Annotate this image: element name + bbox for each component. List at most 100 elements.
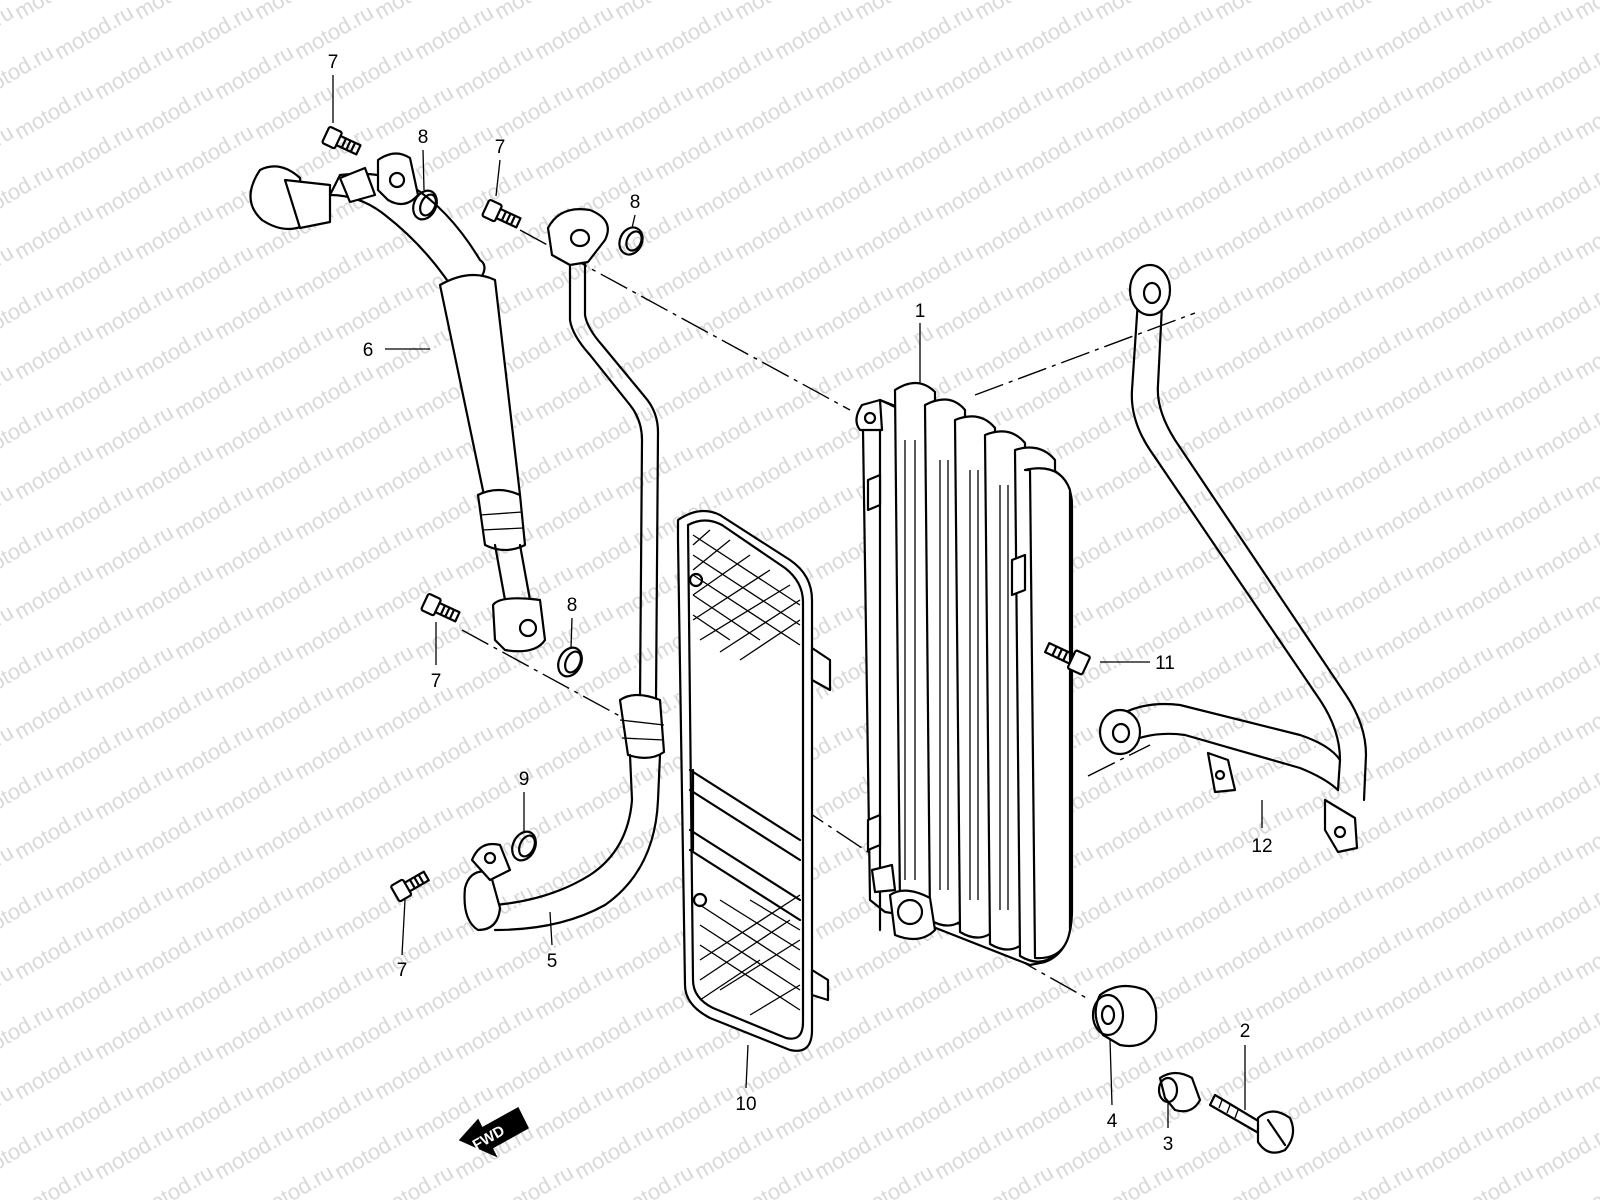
watermark-text: motod.ru: [930, 999, 1018, 1064]
watermark-text: motod.ru: [1530, 279, 1600, 344]
watermark-text: motod.ru: [810, 999, 898, 1064]
watermark-text: motod.ru: [1250, 719, 1338, 784]
watermark-text: motod.ru: [130, 919, 218, 984]
watermark-text: motod.ru: [650, 0, 738, 64]
watermark-text: motod.ru: [1170, 399, 1258, 464]
watermark-text: motod.ru: [1090, 0, 1178, 24]
watermark-text: motod.ru: [530, 359, 618, 424]
watermark-text: motod.ru: [1050, 279, 1138, 344]
watermark-text: motod.ru: [1410, 879, 1498, 944]
watermark-text: motod.ru: [810, 1119, 898, 1184]
watermark-text: motod.ru: [170, 479, 258, 544]
watermark-text: motod.ru: [570, 39, 658, 104]
watermark-text: motod.ru: [610, 1159, 698, 1200]
callout-7-top: 7: [328, 52, 339, 73]
watermark-text: motod.ru: [570, 999, 658, 1064]
watermark-text: motod.ru: [90, 399, 178, 464]
watermark-text: motod.ru: [1210, 919, 1298, 984]
watermark-text: motod.ru: [0, 1119, 58, 1184]
watermark-text: motod.ru: [1530, 759, 1600, 824]
watermark-text: motod.ru: [1330, 919, 1418, 984]
watermark-text: motod.ru: [10, 1159, 98, 1200]
watermark-text: motod.ru: [1050, 159, 1138, 224]
watermark-text: motod.ru: [1370, 479, 1458, 544]
watermark-text: motod.ru: [1410, 759, 1498, 824]
watermark-text: motod.ru: [1410, 399, 1498, 464]
watermark-text: motod.ru: [0, 399, 58, 464]
watermark-text: motod.ru: [130, 199, 218, 264]
watermark-text: motod.ru: [1530, 399, 1600, 464]
watermark-text: motod.ru: [50, 479, 138, 544]
spacer-3: [1157, 1071, 1202, 1113]
watermark-text: motod.ru: [970, 199, 1058, 264]
watermark-text: motod.ru: [1210, 679, 1298, 744]
watermark-text: motod.ru: [850, 319, 938, 384]
callout-8-low: 8: [567, 595, 578, 616]
watermark-text: motod.ru: [90, 759, 178, 824]
watermark-text: motod.ru: [50, 839, 138, 904]
watermark-text: motod.ru: [850, 1039, 938, 1104]
callout-3: 3: [1163, 1134, 1174, 1155]
callout-5: 5: [547, 951, 558, 972]
leader-lines: [332, 75, 1263, 1128]
callout-8-top: 8: [418, 127, 429, 148]
watermark-text: motod.ru: [370, 1039, 458, 1104]
watermark-text: motod.ru: [1570, 1039, 1600, 1104]
watermark-text: motod.ru: [250, 1039, 338, 1104]
watermark-text: motod.ru: [170, 719, 258, 784]
watermark-text: motod.ru: [1370, 599, 1458, 664]
watermark-text: motod.ru: [770, 119, 858, 184]
watermark-text: motod.ru: [1410, 639, 1498, 704]
watermark-text: motod.ru: [1290, 519, 1378, 584]
watermark-text: motod.ru: [610, 439, 698, 504]
callout-7-left: 7: [431, 671, 442, 692]
watermark-text: motod.ru: [10, 439, 98, 504]
watermark-text: motod.ru: [1090, 559, 1178, 624]
watermark-text: motod.ru: [1250, 599, 1338, 664]
watermark-text: motod.ru: [730, 439, 818, 504]
watermark-text: motod.ru: [930, 159, 1018, 224]
watermark-text: motod.ru: [1370, 119, 1458, 184]
watermark-text: motod.ru: [690, 279, 778, 344]
callout-9: 9: [519, 769, 530, 790]
watermark-text: motod.ru: [970, 0, 1058, 24]
guard-mesh: [692, 529, 801, 1016]
watermark-text: motod.ru: [1210, 1159, 1298, 1200]
watermark-text: motod.ru: [1370, 359, 1458, 424]
watermark-text: motod.ru: [1130, 479, 1218, 544]
watermark-text: motod.ru: [1130, 359, 1218, 424]
watermark-text: motod.ru: [210, 639, 298, 704]
watermark-text: motod.ru: [1450, 1039, 1538, 1104]
watermark-text: motod.ru: [530, 719, 618, 784]
watermark-text: motod.ru: [1250, 479, 1338, 544]
watermark-text: motod.ru: [570, 879, 658, 944]
watermark-text: motod.ru: [170, 599, 258, 664]
watermark-text: motod.ru: [570, 519, 658, 584]
watermark-text: motod.ru: [690, 159, 778, 224]
watermark-text: motod.ru: [570, 759, 658, 824]
watermark-text: motod.ru: [90, 39, 178, 104]
watermark-text: motod.ru: [170, 1079, 258, 1144]
watermark-text: motod.ru: [490, 0, 578, 24]
watermark-text: motod.ru: [1450, 79, 1538, 144]
watermark-text: motod.ru: [1330, 319, 1418, 384]
watermark-text: motod.ru: [1170, 519, 1258, 584]
watermark-text: motod.ru: [690, 1119, 778, 1184]
watermark-text: motod.ru: [50, 359, 138, 424]
watermark-text: motod.ru: [50, 239, 138, 304]
watermark-text: motod.ru: [770, 239, 858, 304]
watermark-text: motod.ru: [1130, 0, 1218, 64]
watermark-text: motod.ru: [970, 1039, 1058, 1104]
watermark-text: motod.ru: [0, 999, 58, 1064]
watermark-text: motod.ru: [490, 1039, 578, 1104]
watermark-text: motod.ru: [1210, 0, 1298, 24]
watermark-text: motod.ru: [130, 79, 218, 144]
hose-6: [249, 152, 547, 653]
watermark-text: motod.ru: [1210, 1039, 1298, 1104]
watermark-text: motod.ru: [1010, 1079, 1098, 1144]
watermark-text: motod.ru: [1370, 0, 1458, 64]
callout-10: 10: [735, 1094, 756, 1115]
watermark-text: motod.ru: [1330, 559, 1418, 624]
bolt-11: [1043, 641, 1091, 676]
